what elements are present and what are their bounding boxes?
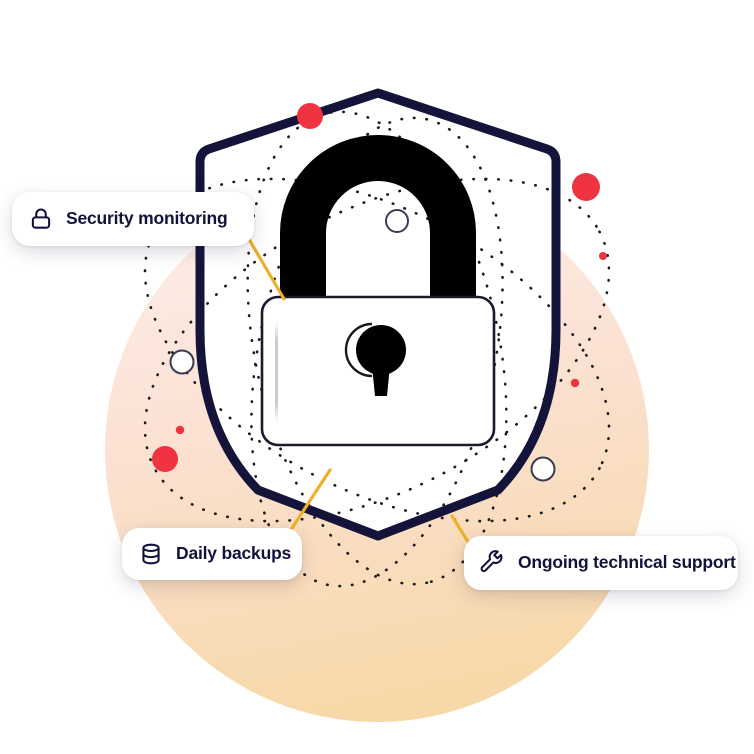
orbit-node-circles	[169, 209, 556, 482]
badge-label: Ongoing technical support	[518, 552, 736, 573]
padlock-icon	[260, 135, 496, 447]
badge-label: Daily backups	[176, 543, 292, 564]
wrench-icon	[480, 550, 506, 576]
badge-ongoing-technical-support[interactable]: Ongoing technical support	[464, 536, 738, 590]
red-accent-dots	[152, 103, 607, 472]
lock-icon	[28, 206, 54, 232]
badge-security-monitoring[interactable]: Security monitoring	[12, 192, 254, 246]
badge-daily-backups[interactable]: Daily backups	[122, 528, 302, 580]
database-icon	[138, 541, 164, 567]
badge-label: Security monitoring	[66, 208, 228, 229]
